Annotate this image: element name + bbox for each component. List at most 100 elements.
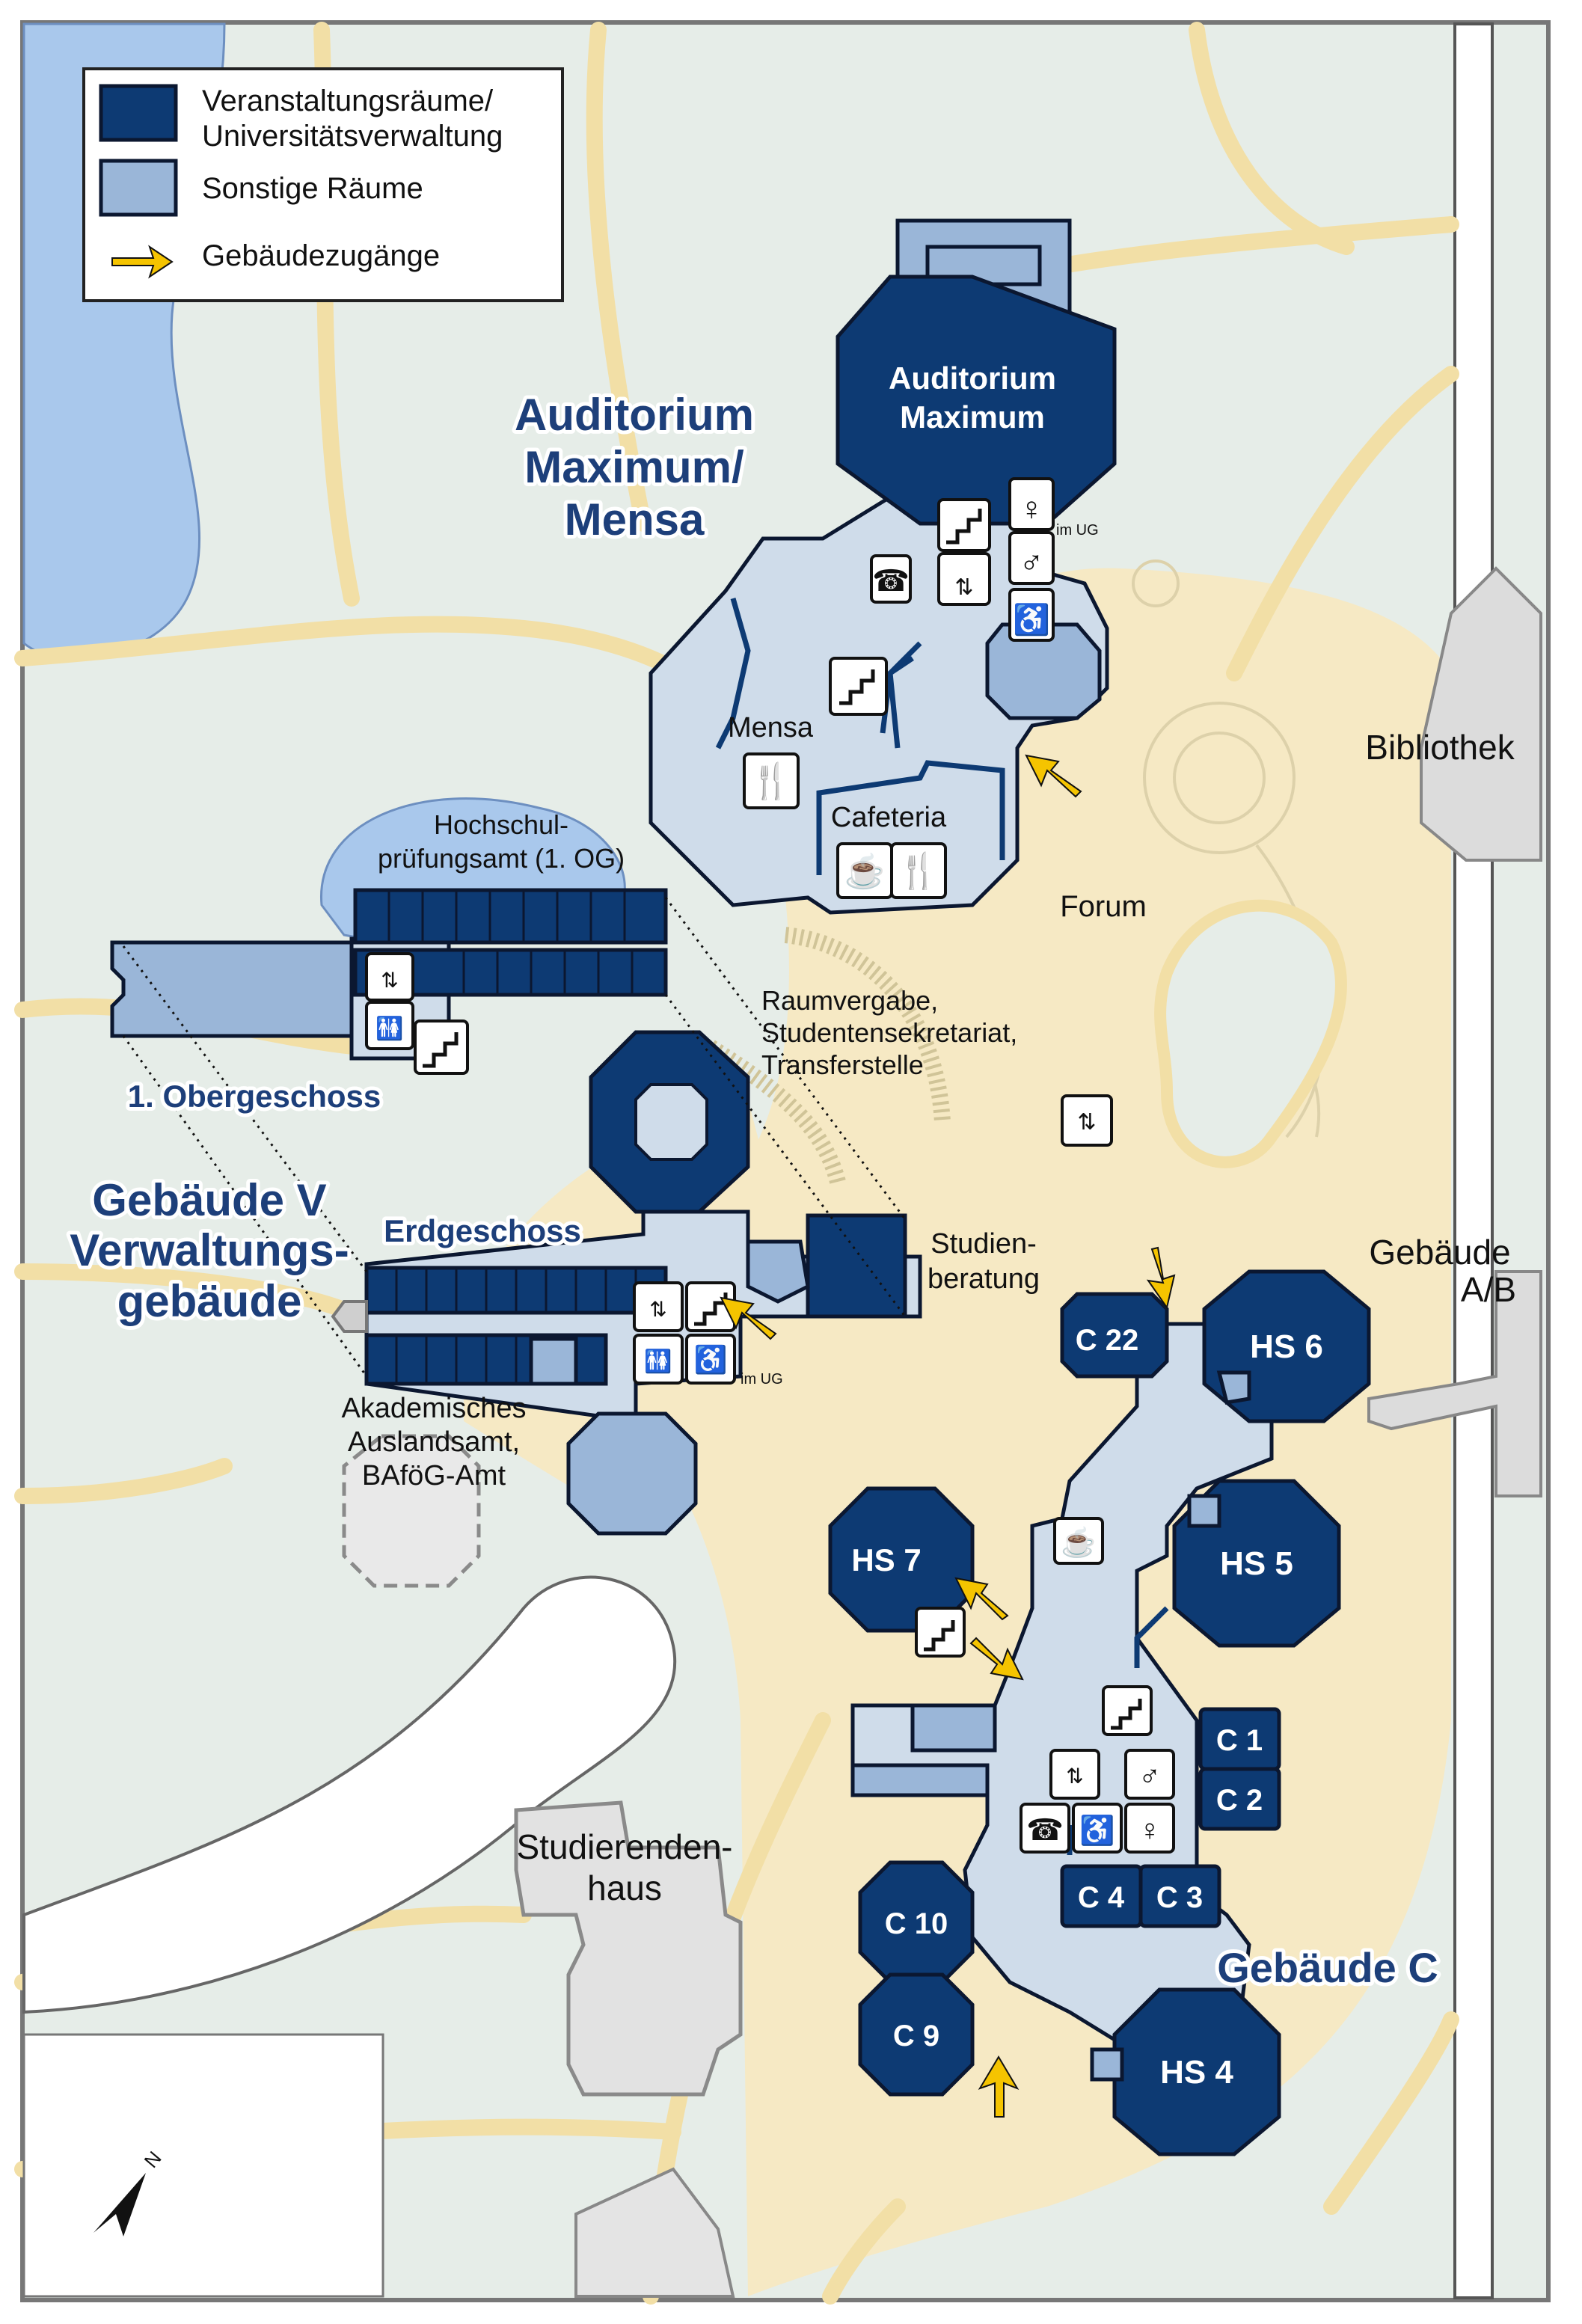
bibliothek-label: Bibliothek bbox=[1365, 728, 1515, 767]
entrance-arrow-icon bbox=[1146, 1246, 1176, 1310]
room-c22: C 22 bbox=[1076, 1324, 1139, 1357]
svg-text:⇅: ⇅ bbox=[381, 969, 398, 992]
studienberatung-label-1: Studien- bbox=[931, 1228, 1037, 1260]
legend-item-3: Gebäudezugänge bbox=[202, 239, 440, 272]
room-hs6: HS 6 bbox=[1250, 1328, 1323, 1365]
phone-icon bbox=[870, 554, 912, 604]
gebaeude-ab-label-2: A/B bbox=[1461, 1270, 1516, 1309]
accessible-wc-icon-c bbox=[1072, 1803, 1123, 1854]
svg-text:Gebäude V: Gebäude V bbox=[92, 1175, 326, 1225]
svg-text:⇅: ⇅ bbox=[954, 575, 973, 600]
room-hs7: HS 7 bbox=[851, 1542, 921, 1578]
svg-text:🚻: 🚻 bbox=[644, 1348, 672, 1374]
raumvergabe-label-2: Studentensekretariat, bbox=[761, 1017, 1017, 1048]
room-hs5: HS 5 bbox=[1220, 1545, 1293, 1582]
entrance-arrow-icon bbox=[969, 1637, 1024, 1681]
legend-entrance-arrow-icon bbox=[111, 245, 174, 279]
elevator-icon-forum bbox=[1061, 1094, 1113, 1147]
projection-lines bbox=[122, 897, 907, 1377]
raumvergabe-label-1: Raumvergabe, bbox=[761, 985, 938, 1016]
svg-text:Auditorium: Auditorium bbox=[515, 390, 754, 440]
svg-text:⇅: ⇅ bbox=[1066, 1765, 1083, 1788]
gebaeude-ab-label-1: Gebäude bbox=[1369, 1233, 1510, 1272]
room-c9: C 9 bbox=[893, 2020, 939, 2052]
auslandsamt-label-3: BAföG-Amt bbox=[362, 1460, 506, 1491]
audimax-hall-label-2: Maximum bbox=[900, 399, 1045, 435]
road-curve bbox=[22, 1575, 677, 2014]
auslandsamt-label-1: Akademisches bbox=[341, 1393, 526, 1424]
legend: Veranstaltungsräume/ Universitätsverwalt… bbox=[82, 67, 564, 302]
hochschulpruefungsamt-label-2: prüfungsamt (1. OG) bbox=[378, 843, 625, 874]
women-wc-icon-c bbox=[1124, 1803, 1175, 1854]
mensa-label: Mensa bbox=[728, 712, 814, 744]
stairs-arc bbox=[784, 927, 951, 1123]
svg-text:🚻: 🚻 bbox=[375, 1015, 403, 1041]
men-wc-icon-c bbox=[1124, 1749, 1175, 1800]
room-c1: C 1 bbox=[1216, 1724, 1263, 1757]
building-bottom-left bbox=[22, 2033, 384, 2298]
bibliothek-building bbox=[1420, 566, 1542, 862]
legend-item-2: Sonstige Räume bbox=[202, 172, 423, 205]
room-c4: C 4 bbox=[1078, 1881, 1125, 1914]
legend-item-1-line-2: Universitätsverwaltung bbox=[202, 120, 503, 153]
room-hs4: HS 4 bbox=[1160, 2054, 1233, 2091]
svg-text:☎: ☎ bbox=[1026, 1814, 1064, 1847]
coffee-icon-c bbox=[1053, 1517, 1104, 1565]
legend-item-1-line-1: Veranstaltungsräume/ bbox=[202, 85, 494, 117]
floor-eg-label: Erdgeschoss bbox=[384, 1213, 581, 1248]
entrance-arrow-icon bbox=[720, 1296, 777, 1340]
stairs-icon bbox=[937, 498, 991, 552]
gebaeude-v-title: Gebäude V Verwaltungs- gebäude bbox=[66, 1171, 352, 1330]
svg-text:♿: ♿ bbox=[1013, 602, 1050, 637]
svg-text:🍴: 🍴 bbox=[897, 851, 939, 892]
entrance-arrow-icon bbox=[978, 2055, 1020, 2118]
svg-text:Maximum/: Maximum/ bbox=[524, 442, 744, 492]
studienberatung-label-2: beratung bbox=[928, 1263, 1040, 1295]
svg-text:♿: ♿ bbox=[694, 1344, 728, 1375]
audimax-hall-label-1: Auditorium bbox=[889, 361, 1056, 396]
entrance-arrows bbox=[720, 754, 1176, 2118]
gebaeude-c-building bbox=[828, 1269, 1371, 2156]
hochschulpruefungsamt-label-1: Hochschul- bbox=[434, 809, 568, 840]
raumvergabe-label-3: Transferstelle bbox=[761, 1049, 924, 1080]
entrance-arrow-icon bbox=[954, 1577, 1009, 1621]
building-bottom-center bbox=[574, 2167, 735, 2298]
elevator-icon-eg bbox=[633, 1281, 684, 1332]
restrooms-icon-og bbox=[365, 1001, 414, 1050]
restaurant-icon-cafeteria bbox=[890, 842, 947, 899]
road bbox=[1453, 22, 1494, 2299]
elevator-icon bbox=[937, 552, 991, 606]
accessible-wc-icon-eg bbox=[685, 1334, 736, 1385]
svg-text:⇅: ⇅ bbox=[1077, 1110, 1096, 1135]
im-ug-label-2: im UG bbox=[741, 1371, 783, 1388]
studierendenhaus-building bbox=[514, 1800, 743, 2097]
room-c3: C 3 bbox=[1156, 1881, 1203, 1914]
svg-text:⇅: ⇅ bbox=[649, 1298, 666, 1321]
stairs-icon-c bbox=[1102, 1685, 1153, 1736]
svg-text:gebäude: gebäude bbox=[117, 1276, 302, 1326]
svg-text:Verwaltungs-: Verwaltungs- bbox=[70, 1225, 349, 1275]
phone-icon-c bbox=[1020, 1803, 1070, 1854]
stairs-icon-mensa bbox=[829, 657, 888, 716]
room-c10: C 10 bbox=[885, 1907, 948, 1940]
cafeteria-label: Cafeteria bbox=[831, 802, 947, 833]
entrance-arrow-icon bbox=[1025, 754, 1082, 798]
gebaeude-c-title: Gebäude C bbox=[1217, 1944, 1438, 1991]
restaurant-icon-mensa bbox=[743, 752, 800, 809]
women-wc-icon bbox=[1008, 477, 1055, 531]
room-c2: C 2 bbox=[1216, 1784, 1263, 1817]
restrooms-icon-eg bbox=[633, 1334, 684, 1385]
svg-text:Mensa: Mensa bbox=[565, 494, 705, 545]
svg-text:🍴: 🍴 bbox=[749, 761, 792, 802]
audimax-icons: ☎ ⇅ ♀ ♂ ♿ 🍴 ☕ 🍴 bbox=[743, 477, 1055, 899]
floor-og-label: 1. Obergeschoss bbox=[128, 1079, 381, 1114]
stairs-arc-2 bbox=[706, 1040, 846, 1184]
accessible-wc-icon bbox=[1008, 588, 1055, 642]
plaza-inner-lawn bbox=[1154, 899, 1347, 1168]
studierendenhaus-label-2: haus bbox=[587, 1868, 662, 1907]
svg-text:☕: ☕ bbox=[844, 851, 886, 890]
stairs-icon-hs7 bbox=[915, 1607, 966, 1658]
svg-text:♿: ♿ bbox=[1079, 1814, 1115, 1847]
elevator-icon-og bbox=[365, 952, 414, 1002]
